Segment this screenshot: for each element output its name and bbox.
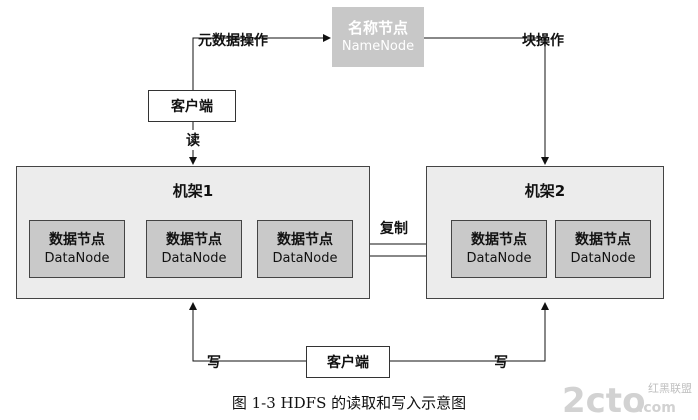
- datanode-title: 数据节点: [471, 231, 527, 248]
- datanode-subtitle: DataNode: [44, 250, 110, 266]
- namenode-subtitle: NameNode: [341, 39, 415, 54]
- block-ops-arrow: [424, 37, 549, 165]
- client-bottom-box: 客户端: [306, 346, 390, 378]
- rack-1-datanode-2: 数据节点 DataNode: [146, 220, 242, 278]
- rack-2-title: 机架2: [524, 182, 566, 200]
- datanode-title: 数据节点: [49, 231, 105, 248]
- copy-label: 复制: [380, 221, 408, 237]
- datanode-subtitle: DataNode: [161, 250, 227, 266]
- datanode-subtitle: DataNode: [272, 250, 338, 266]
- rack-2-datanode-2: 数据节点 DataNode: [555, 220, 651, 278]
- block-ops-label: 块操作: [522, 33, 564, 49]
- namenode-box: 名称节点 NameNode: [332, 7, 424, 67]
- write-left-label: 写: [207, 355, 221, 371]
- watermark-suffix: .com: [638, 400, 676, 416]
- write-left-arrow: [189, 302, 306, 362]
- rack-2: 机架2 数据节点 DataNode 数据节点 DataNode: [426, 166, 664, 299]
- write-right-arrow: [390, 302, 549, 362]
- write-right-label: 写: [494, 355, 508, 371]
- figure-caption: 图 1-3 HDFS 的读取和写入示意图: [231, 394, 467, 412]
- datanode-subtitle: DataNode: [570, 250, 636, 266]
- watermark-logo: 2cto .com 红黑联盟: [562, 381, 692, 418]
- client-bottom-label: 客户端: [327, 355, 369, 371]
- rack-1-datanode-3: 数据节点 DataNode: [257, 220, 353, 278]
- client-top-box: 客户端: [148, 90, 236, 122]
- client-top-label: 客户端: [171, 99, 213, 115]
- rack-1: 机架1 数据节点 DataNode 数据节点 DataNode 数据节点 Dat…: [16, 166, 370, 299]
- metadata-ops-label: 元数据操作: [198, 33, 268, 49]
- datanode-subtitle: DataNode: [466, 250, 532, 266]
- watermark-cn: 红黑联盟: [648, 382, 692, 395]
- read-label: 读: [186, 130, 200, 150]
- rack-1-datanode-1: 数据节点 DataNode: [29, 220, 125, 278]
- metadata-arrow: [192, 34, 331, 90]
- watermark-main: 2cto: [562, 381, 645, 418]
- rack-1-title: 机架1: [172, 182, 214, 200]
- datanode-title: 数据节点: [277, 231, 333, 248]
- namenode-title: 名称节点: [347, 19, 408, 37]
- rack-2-datanode-1: 数据节点 DataNode: [451, 220, 547, 278]
- datanode-title: 数据节点: [575, 231, 631, 248]
- datanode-title: 数据节点: [166, 231, 222, 248]
